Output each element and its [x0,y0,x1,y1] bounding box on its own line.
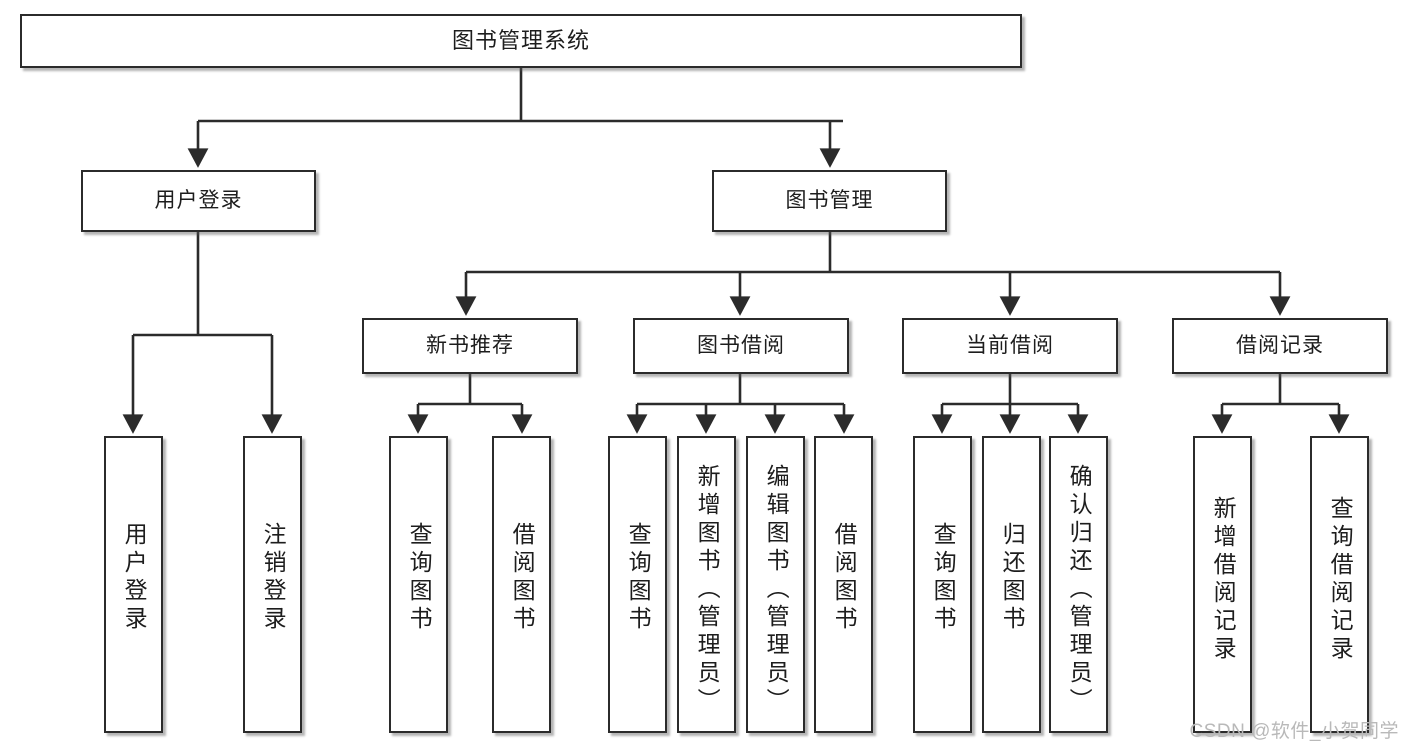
node-root-system[interactable]: 图书管理系统 [20,14,1022,68]
node-borrow-record[interactable]: 借阅记录 [1172,318,1388,374]
leaf-query-borrow-record[interactable]: 查询借阅记录 [1310,436,1369,733]
node-label: 新增借阅记录 [1210,496,1237,664]
csdn-watermark: CSDN @软件_小贺同学 [1189,721,1399,742]
node-label: 查询图书 [625,522,652,634]
node-label: 借阅图书 [831,522,858,634]
node-label: 查询图书 [930,522,957,634]
leaf-query-book-current[interactable]: 查询图书 [913,436,972,733]
leaf-add-borrow-record[interactable]: 新增借阅记录 [1193,436,1252,733]
leaf-add-book-admin[interactable]: 新增图书（管理员） [677,436,736,733]
leaf-borrow-book-newbook[interactable]: 借阅图书 [492,436,551,733]
node-label: 查询借阅记录 [1327,496,1354,664]
node-label: 用户登录 [154,188,243,212]
node-label: 借阅图书 [509,522,536,634]
node-label: 确认归还（管理员） [1066,464,1093,716]
node-label: 归还图书 [999,522,1026,634]
leaf-borrow-book-borrow[interactable]: 借阅图书 [814,436,873,733]
node-book-borrow[interactable]: 图书借阅 [633,318,849,374]
node-label: 借阅记录 [1236,333,1324,357]
node-label: 图书借阅 [697,333,785,357]
node-label: 图书管理 [785,188,874,212]
node-label: 新增图书（管理员） [694,464,721,716]
leaf-user-login[interactable]: 用户登录 [104,436,163,733]
node-label: 当前借阅 [966,333,1054,357]
node-label: 查询图书 [406,522,433,634]
leaf-edit-book-admin[interactable]: 编辑图书（管理员） [746,436,805,733]
leaf-query-book-newbook[interactable]: 查询图书 [389,436,448,733]
node-user-login[interactable]: 用户登录 [81,170,316,232]
node-label: 注销登录 [260,522,287,634]
leaf-return-book[interactable]: 归还图书 [982,436,1041,733]
leaf-logout[interactable]: 注销登录 [243,436,302,733]
node-book-management[interactable]: 图书管理 [712,170,947,232]
node-label: 新书推荐 [426,333,514,357]
node-new-book-recommend[interactable]: 新书推荐 [362,318,578,374]
node-label: 图书管理系统 [451,28,590,54]
node-current-borrow[interactable]: 当前借阅 [902,318,1118,374]
leaf-confirm-return-admin[interactable]: 确认归还（管理员） [1049,436,1108,733]
node-label: 编辑图书（管理员） [763,464,790,716]
leaf-query-book-borrow[interactable]: 查询图书 [608,436,667,733]
node-label: 用户登录 [121,522,148,634]
